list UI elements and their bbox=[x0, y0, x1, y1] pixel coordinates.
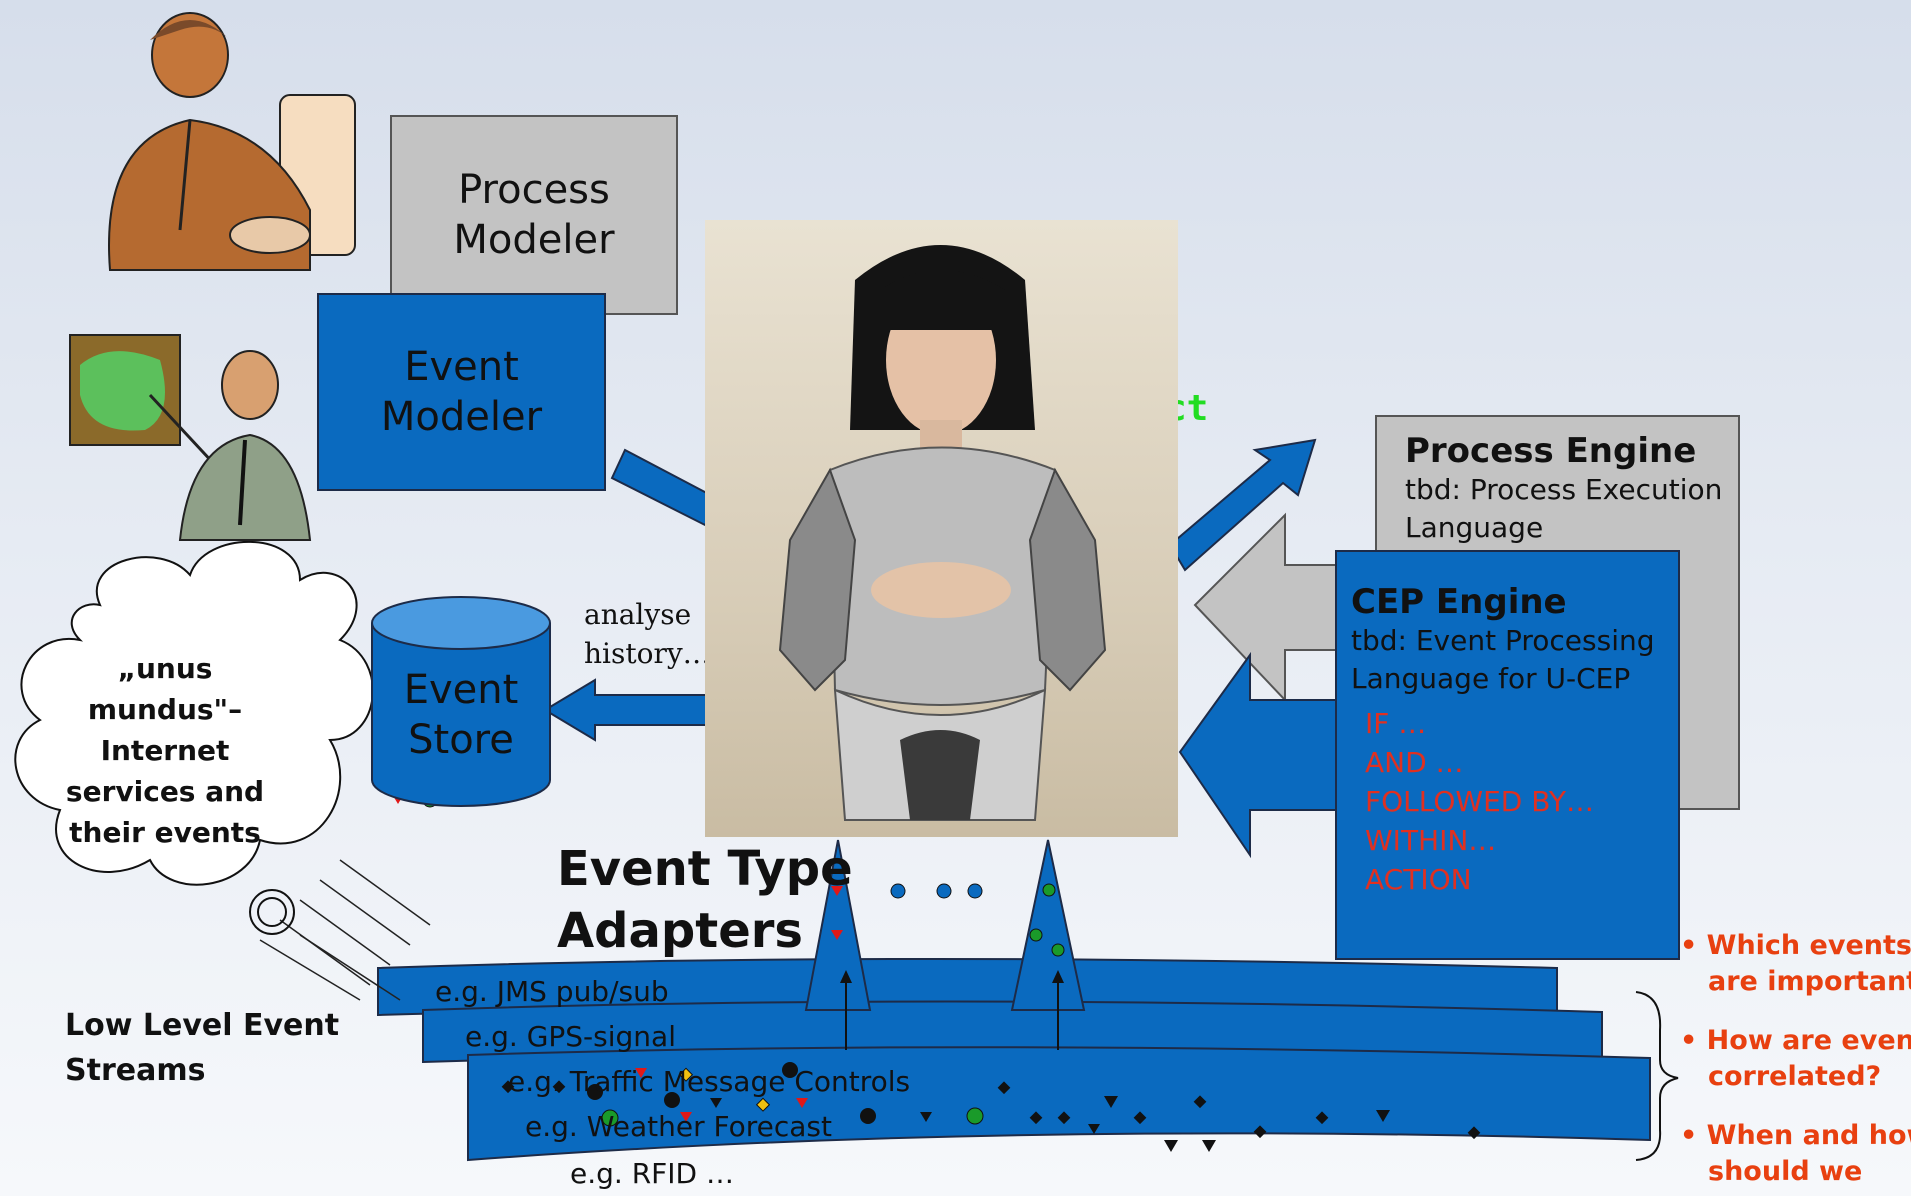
cloud-line-4: services and bbox=[65, 774, 265, 808]
stream-band-traffic bbox=[467, 1046, 1651, 1162]
question-3-line-2: should we bbox=[1708, 1156, 1863, 1187]
event-modeler-line-2: Modeler bbox=[380, 394, 543, 440]
process-to-robot-arrow bbox=[1193, 512, 1346, 703]
cloud-line-1: „unus bbox=[117, 651, 213, 685]
cep-engine-title: CEP Engine bbox=[1351, 582, 1567, 622]
event-store-line-2: Store bbox=[408, 717, 514, 763]
low-level-line-2: Streams bbox=[65, 1053, 206, 1088]
cep-rule-action: ACTION bbox=[1365, 863, 1472, 896]
questions-brace bbox=[1635, 991, 1679, 1161]
process-engine-line-1: tbd: Process Execution bbox=[1405, 473, 1723, 506]
stream-label-jms: e.g. JMS pub/sub bbox=[435, 975, 669, 1008]
questions-list: • Which events are important? • How are … bbox=[1680, 928, 1911, 1190]
low-level-line-1: Low Level Event bbox=[65, 1008, 340, 1043]
cep-rule-followed-by: FOLLOWED BY… bbox=[1365, 785, 1595, 818]
humanoid-robot-photo bbox=[705, 220, 1178, 837]
analyse-line-2: history… bbox=[584, 637, 711, 670]
question-2: • How are events bbox=[1680, 1023, 1911, 1059]
analyse-history-label: analyse history… bbox=[584, 595, 711, 673]
adapter-triangle-1 bbox=[804, 839, 872, 1011]
cep-engine-box: CEP Engine tbd: Event Processing Languag… bbox=[1335, 550, 1680, 960]
cloud-line-5: their events bbox=[69, 815, 261, 849]
cloud-text: „unus mundus"– Internet services and the… bbox=[45, 645, 285, 855]
thought-cloud bbox=[14, 540, 374, 886]
cep-engine-line-2: Language for U-CEP bbox=[1351, 662, 1631, 695]
robot-to-store-arrow bbox=[543, 678, 711, 742]
cloud-line-2: mundus"– bbox=[87, 692, 243, 726]
low-level-streams-label: Low Level Event Streams bbox=[65, 1003, 339, 1093]
question-2-line-2: correlated? bbox=[1708, 1061, 1882, 1092]
question-2-line-1: How are events bbox=[1706, 1025, 1911, 1056]
robot-to-process-arrow bbox=[1168, 438, 1317, 572]
stream-label-gps: e.g. GPS-signal bbox=[465, 1020, 676, 1053]
cep-rule-within: WITHIN… bbox=[1365, 824, 1497, 857]
stream-label-weather: e.g. Weather Forecast bbox=[525, 1110, 832, 1143]
cep-rule-and: AND … bbox=[1365, 746, 1464, 779]
event-store: Event Store bbox=[370, 595, 552, 810]
event-markers bbox=[392, 718, 1481, 1152]
event-modeler-line-1: Event bbox=[404, 344, 519, 390]
stream-label-rfid: e.g. RFID … bbox=[570, 1157, 734, 1190]
cep-to-robot-arrow bbox=[1178, 651, 1346, 859]
adapters-line-1: Event Type bbox=[557, 841, 853, 897]
question-1-line-2: are important? bbox=[1708, 966, 1911, 997]
process-engine-title: Process Engine bbox=[1405, 431, 1697, 471]
process-modeler-line-1: Process bbox=[458, 167, 610, 213]
cep-rule-if: IF … bbox=[1365, 707, 1427, 740]
analyse-line-1: analyse bbox=[584, 598, 692, 631]
event-store-line-1: Event bbox=[403, 667, 519, 713]
adapters-line-2: Adapters bbox=[557, 903, 803, 959]
adapter-triangle-2 bbox=[1010, 839, 1086, 1011]
process-engine-line-2: Language bbox=[1405, 511, 1544, 544]
question-3-line-1: When and how bbox=[1706, 1120, 1911, 1151]
cep-engine-line-1: tbd: Event Processing bbox=[1351, 624, 1655, 657]
question-1-line-1: Which events bbox=[1706, 930, 1911, 961]
question-3: • When and how bbox=[1680, 1118, 1911, 1154]
question-1: • Which events bbox=[1680, 930, 1911, 961]
event-type-adapters-label: Event Type Adapters bbox=[557, 838, 853, 962]
stream-label-traffic: e.g. Traffic Message Controls bbox=[508, 1065, 911, 1098]
event-modeler-person-icon bbox=[50, 325, 320, 545]
process-modeler-person-icon bbox=[80, 10, 380, 290]
cloud-line-3: Internet bbox=[100, 733, 230, 767]
modeler-to-robot-arrow bbox=[610, 448, 722, 527]
event-modeler-box: Event Modeler bbox=[317, 293, 606, 491]
process-modeler-box: Process Modeler bbox=[390, 115, 678, 315]
process-modeler-line-2: Modeler bbox=[453, 217, 615, 263]
